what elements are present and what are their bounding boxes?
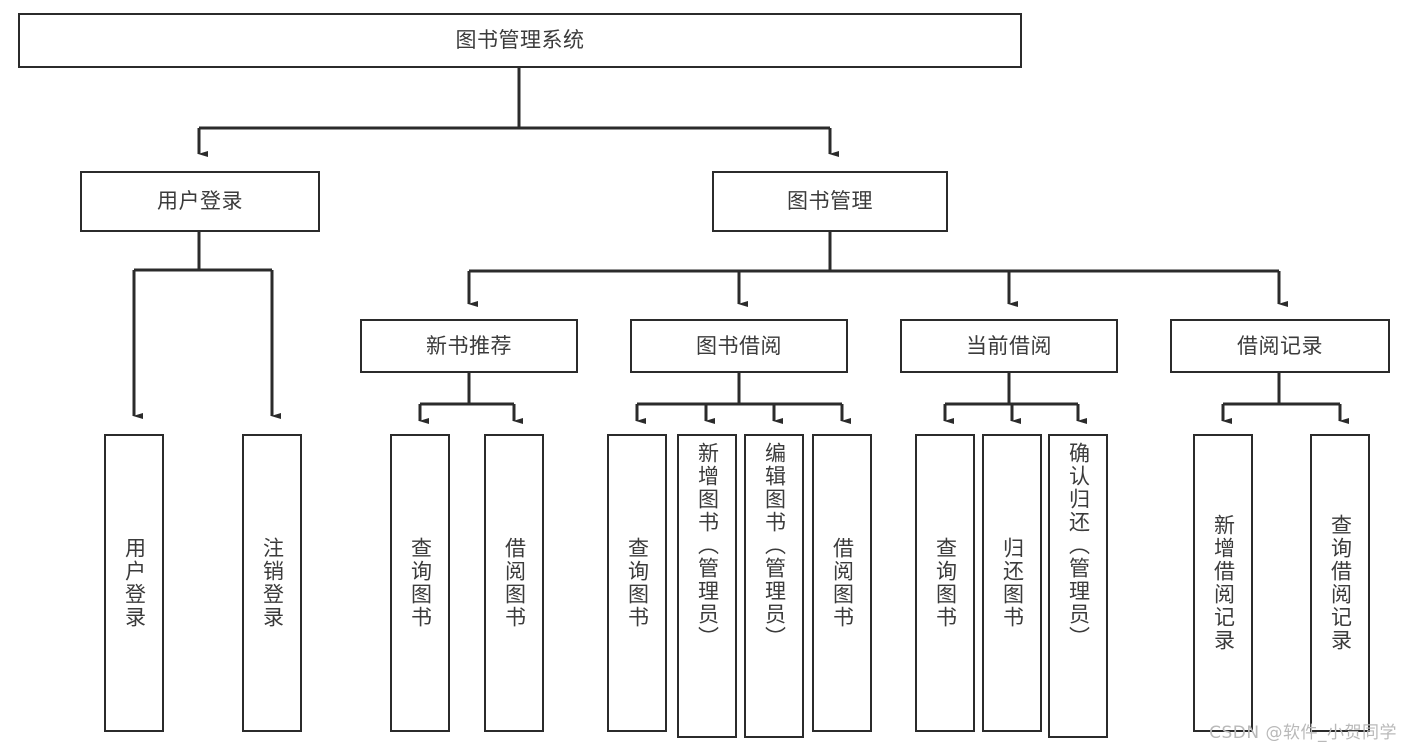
node-leaf-add-record[interactable]: 新增借阅记录	[1193, 434, 1253, 732]
node-user-login-label: 用户登录	[157, 189, 243, 214]
node-leaf-borrow-book-1[interactable]: 借阅图书	[484, 434, 544, 732]
node-leaf-query-book-3-label: 查询图书	[933, 537, 958, 629]
node-user-login[interactable]: 用户登录	[80, 171, 320, 232]
node-leaf-edit-book[interactable]: 编辑图书（管理员）	[744, 434, 804, 738]
node-leaf-borrow-book-2[interactable]: 借阅图书	[812, 434, 872, 732]
node-leaf-return-book-label: 归还图书	[1000, 537, 1025, 629]
node-leaf-borrow-book-2-label: 借阅图书	[830, 537, 855, 629]
node-leaf-user-login-label: 用户登录	[122, 537, 147, 629]
node-borrow-record[interactable]: 借阅记录	[1170, 319, 1390, 373]
node-leaf-query-record-label: 查询借阅记录	[1328, 514, 1353, 652]
node-leaf-borrow-book-1-label: 借阅图书	[502, 537, 527, 629]
node-book-borrow-label: 图书借阅	[696, 333, 782, 358]
node-leaf-add-book[interactable]: 新增图书（管理员）	[677, 434, 737, 738]
node-leaf-confirm-return-label: 确认归还（管理员）	[1066, 442, 1091, 649]
node-leaf-user-login[interactable]: 用户登录	[104, 434, 164, 732]
node-new-book-recommend-label: 新书推荐	[426, 333, 512, 358]
node-leaf-return-book[interactable]: 归还图书	[982, 434, 1042, 732]
node-book-borrow[interactable]: 图书借阅	[630, 319, 848, 373]
node-leaf-query-book-2-label: 查询图书	[625, 537, 650, 629]
csdn-watermark: CSDN @软件_小贺同学	[1209, 723, 1397, 743]
node-leaf-query-book-1-label: 查询图书	[408, 537, 433, 629]
node-root-label: 图书管理系统	[455, 28, 585, 53]
node-new-book-recommend[interactable]: 新书推荐	[360, 319, 578, 373]
node-book-manage-label: 图书管理	[787, 189, 873, 214]
node-leaf-confirm-return[interactable]: 确认归还（管理员）	[1048, 434, 1108, 738]
node-leaf-add-record-label: 新增借阅记录	[1211, 514, 1236, 652]
node-leaf-query-book-3[interactable]: 查询图书	[915, 434, 975, 732]
node-root[interactable]: 图书管理系统	[18, 13, 1022, 68]
node-leaf-logout-label: 注销登录	[260, 537, 285, 629]
node-leaf-query-book-1[interactable]: 查询图书	[390, 434, 450, 732]
node-leaf-edit-book-label: 编辑图书（管理员）	[762, 442, 787, 649]
node-leaf-add-book-label: 新增图书（管理员）	[695, 442, 720, 649]
node-leaf-query-record[interactable]: 查询借阅记录	[1310, 434, 1370, 732]
node-borrow-record-label: 借阅记录	[1237, 333, 1323, 358]
node-current-borrow[interactable]: 当前借阅	[900, 319, 1118, 373]
node-book-manage[interactable]: 图书管理	[712, 171, 948, 232]
node-current-borrow-label: 当前借阅	[966, 333, 1052, 358]
node-leaf-query-book-2[interactable]: 查询图书	[607, 434, 667, 732]
node-leaf-logout[interactable]: 注销登录	[242, 434, 302, 732]
